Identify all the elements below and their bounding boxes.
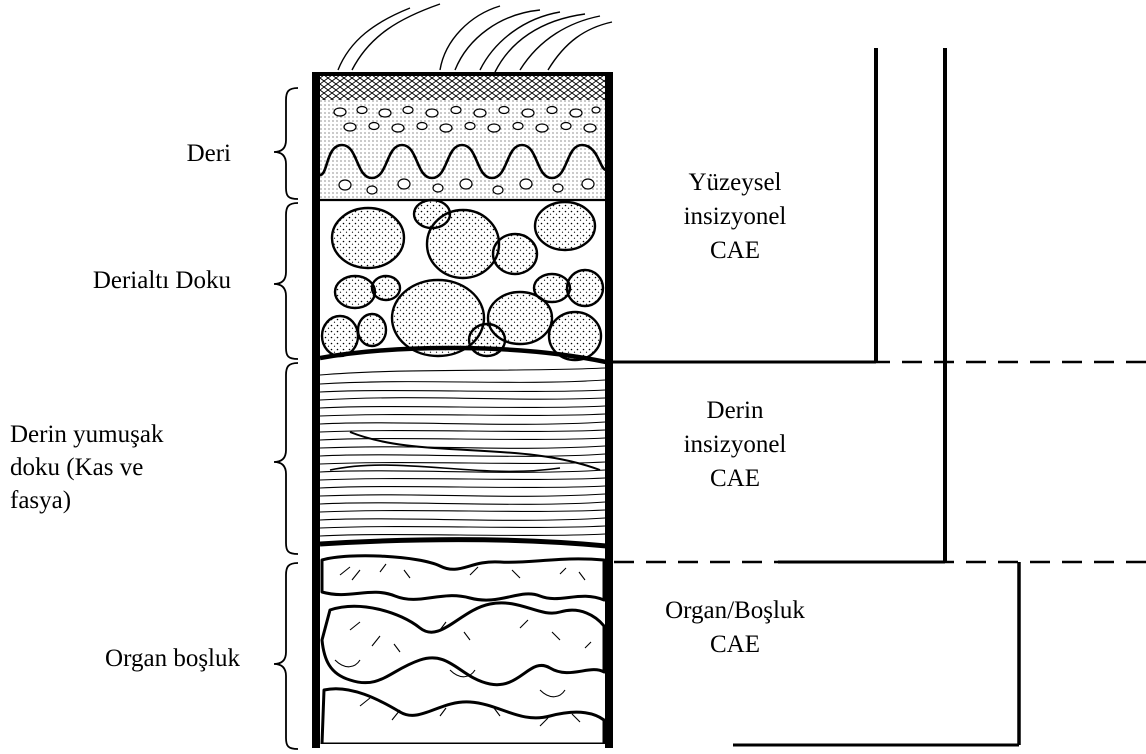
label-subcutaneous: Derialtı Doku — [93, 266, 231, 296]
label-deep-line-a: Derin — [620, 396, 850, 426]
label-deep-line-c: CAE — [620, 464, 850, 494]
label-deep-line-b: insizyonel — [620, 430, 850, 460]
label-organ-line-2: CAE — [620, 630, 850, 660]
label-organ-line-1: Organ/Boşluk — [620, 596, 850, 626]
brace-organ — [274, 563, 298, 749]
peritoneum-line — [320, 540, 606, 546]
muscle-fibers — [320, 368, 605, 536]
brace-subcutaneous — [274, 203, 298, 359]
brace-deep — [274, 363, 298, 554]
tissue-column — [320, 74, 606, 744]
label-superficial-line-3: CAE — [620, 236, 850, 266]
label-deep-line-2: doku (Kas ve — [10, 453, 143, 483]
label-superficial-line-2: insizyonel — [620, 202, 850, 232]
label-deep-line-3: fasya) — [10, 486, 71, 514]
brace-skin — [274, 88, 298, 199]
epidermis-layer — [320, 74, 605, 100]
organ-loops — [322, 556, 604, 744]
hair-strands — [338, 4, 612, 72]
label-superficial-line-1: Yüzeysel — [620, 168, 850, 198]
fat-lobules — [322, 200, 603, 360]
label-deep-line-1: Derin yumuşak — [10, 420, 163, 450]
label-deep-soft-tissue: Derin yumuşak doku (Kas ve fasya) — [8, 420, 190, 514]
label-skin: Deri — [187, 139, 231, 169]
label-organ-space: Organ boşluk — [105, 644, 240, 674]
layer-braces — [274, 88, 298, 749]
